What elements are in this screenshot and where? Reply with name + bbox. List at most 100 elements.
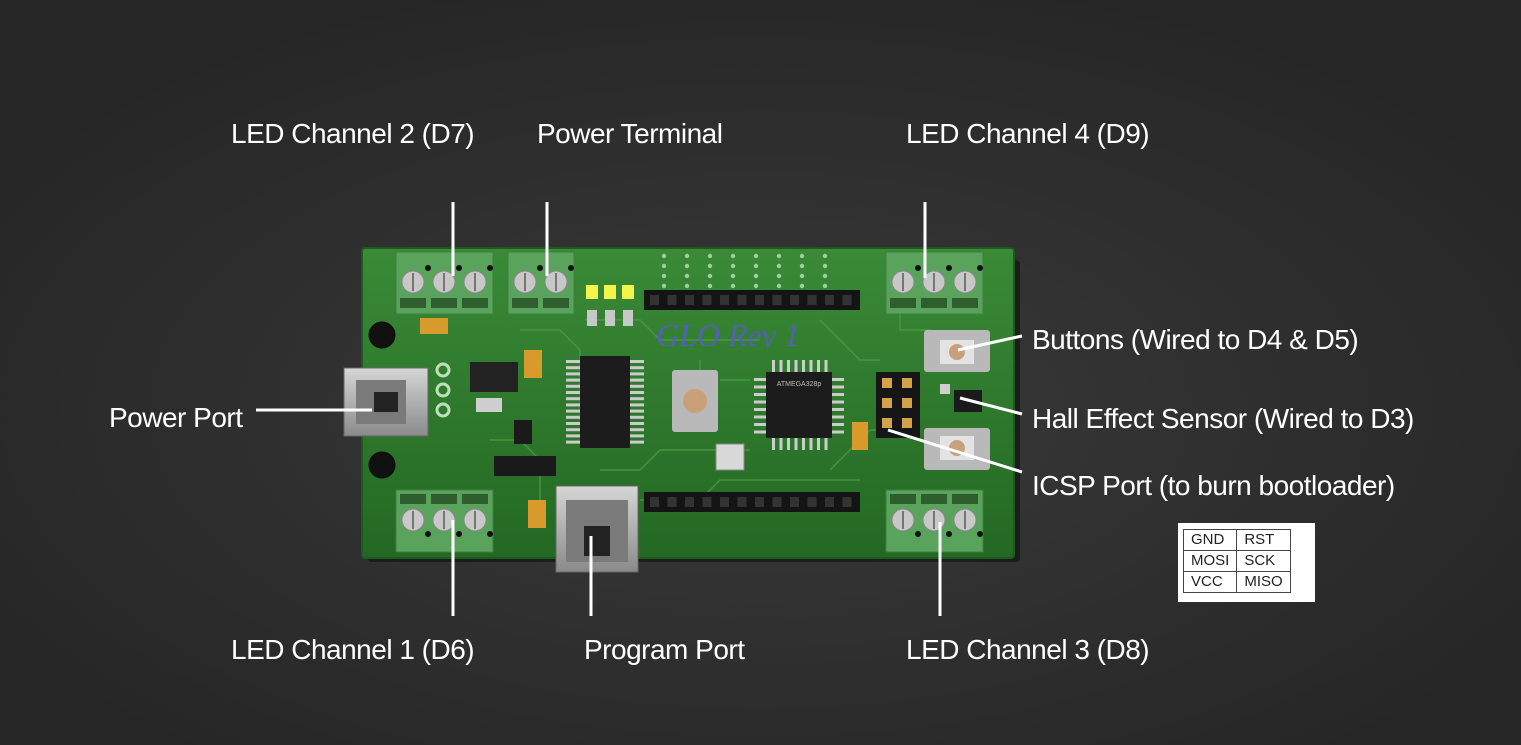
- chip-pin: [630, 391, 644, 394]
- header-pin: [667, 497, 677, 507]
- terminal-led3: [885, 489, 984, 553]
- led-2: [604, 285, 616, 299]
- leader-hall: [959, 396, 1023, 416]
- chip-pin: [566, 422, 580, 425]
- mcu-marking: ATMEGA328p: [777, 381, 822, 388]
- mcu-pin: [754, 385, 766, 389]
- leader-icsp: [887, 428, 1023, 474]
- mcu-pin: [802, 438, 805, 450]
- via-2: [435, 382, 451, 398]
- power-usb-tongue: [374, 392, 398, 412]
- crystal: [715, 443, 745, 471]
- terminal-hole: [915, 531, 921, 537]
- pin-hole: [822, 283, 828, 289]
- pin-hole: [799, 253, 805, 259]
- chip-pin: [566, 409, 580, 413]
- usb-serial-chip: [580, 356, 630, 448]
- label-power-terminal: Power Terminal: [537, 118, 723, 149]
- pin-hole: [753, 273, 759, 279]
- power-usb-port: [343, 367, 429, 437]
- pin-hole: [822, 263, 828, 269]
- pinout-cell: SCK: [1236, 550, 1291, 572]
- header-pin: [755, 497, 764, 507]
- label-program-port: Program Port: [584, 634, 745, 665]
- mcu-pin: [824, 360, 828, 372]
- mcu-pin: [832, 378, 844, 381]
- terminal-hole: [456, 531, 462, 537]
- chip-pin: [566, 391, 580, 394]
- mcu-pin: [754, 400, 766, 404]
- chip-pin: [630, 372, 644, 376]
- icsp-pin: [902, 378, 912, 388]
- pin-hole: [730, 263, 736, 269]
- header-pin: [772, 497, 782, 507]
- chip-pin: [630, 428, 644, 432]
- mcu-pin: [754, 423, 766, 426]
- pin-hole: [776, 253, 782, 259]
- tantalum-cap-1: [420, 318, 448, 334]
- program-usb-port: [555, 485, 639, 573]
- led-3: [622, 285, 634, 299]
- pinout-cell: MISO: [1236, 571, 1291, 593]
- header-pin: [790, 295, 799, 305]
- pin-hole: [661, 283, 667, 289]
- header-pin: [702, 295, 712, 305]
- pin-hole: [822, 273, 828, 279]
- chip-pin: [566, 384, 580, 388]
- microcontroller-pins: [754, 360, 844, 450]
- icsp-pinout-card: GND RST MOSI SCK VCC MISO: [1178, 523, 1315, 602]
- mcu-pin: [787, 438, 790, 450]
- reset-button-cap: [683, 389, 707, 413]
- icsp-pin: [882, 418, 892, 428]
- terminal-hole: [425, 265, 431, 271]
- chip-pin: [566, 415, 580, 419]
- mcu-pin: [754, 408, 766, 411]
- mcu-pin: [802, 360, 805, 372]
- terminal-wire-slot: [400, 298, 426, 308]
- chip-pin: [630, 440, 644, 444]
- pin-hole: [799, 273, 805, 279]
- usb-serial-chip-pins: [566, 360, 644, 444]
- terminal-hole: [946, 265, 952, 271]
- chip-pin: [630, 366, 644, 370]
- leader-lines: [256, 202, 1023, 616]
- terminal-hole: [425, 531, 431, 537]
- terminal-wire-slot: [921, 298, 947, 308]
- header-pin: [842, 497, 852, 507]
- mcu-pin: [832, 423, 844, 426]
- pin-hole: [776, 283, 782, 289]
- chip-pin: [566, 360, 580, 363]
- chip-pin: [566, 372, 580, 376]
- terminal-power: [507, 251, 575, 315]
- chip-pin: [630, 409, 644, 413]
- mcu-pin: [779, 438, 783, 450]
- chip-pin: [566, 434, 580, 438]
- header-pin: [667, 295, 677, 305]
- pin-hole: [707, 273, 713, 279]
- mcu-pin: [787, 360, 790, 372]
- terminal-wire-slot: [890, 494, 916, 504]
- header-pin: [807, 295, 817, 305]
- mcu-pin: [809, 360, 813, 372]
- header-pin: [790, 497, 799, 507]
- pinout-row: GND RST: [1182, 529, 1291, 551]
- mcu-pin: [772, 360, 775, 372]
- button-d4-cap: [949, 344, 965, 360]
- pin-hole: [753, 263, 759, 269]
- terminal-wire-slot: [400, 494, 426, 504]
- mcu-pin: [754, 430, 766, 434]
- pin-hole: [730, 283, 736, 289]
- led-1: [586, 285, 598, 299]
- chip-pin: [566, 428, 580, 432]
- chip-pin: [566, 378, 580, 382]
- chip-pin: [630, 415, 644, 419]
- pin-hole: [707, 283, 713, 289]
- mcu-pin: [779, 360, 783, 372]
- terminal-hole: [977, 265, 983, 271]
- chip-pin: [566, 403, 580, 407]
- header-bottom: [644, 492, 860, 512]
- mount-hole-bottom: [368, 451, 396, 479]
- resistor-1: [587, 310, 597, 326]
- via-3: [435, 402, 451, 418]
- terminal-wire-slot: [431, 298, 457, 308]
